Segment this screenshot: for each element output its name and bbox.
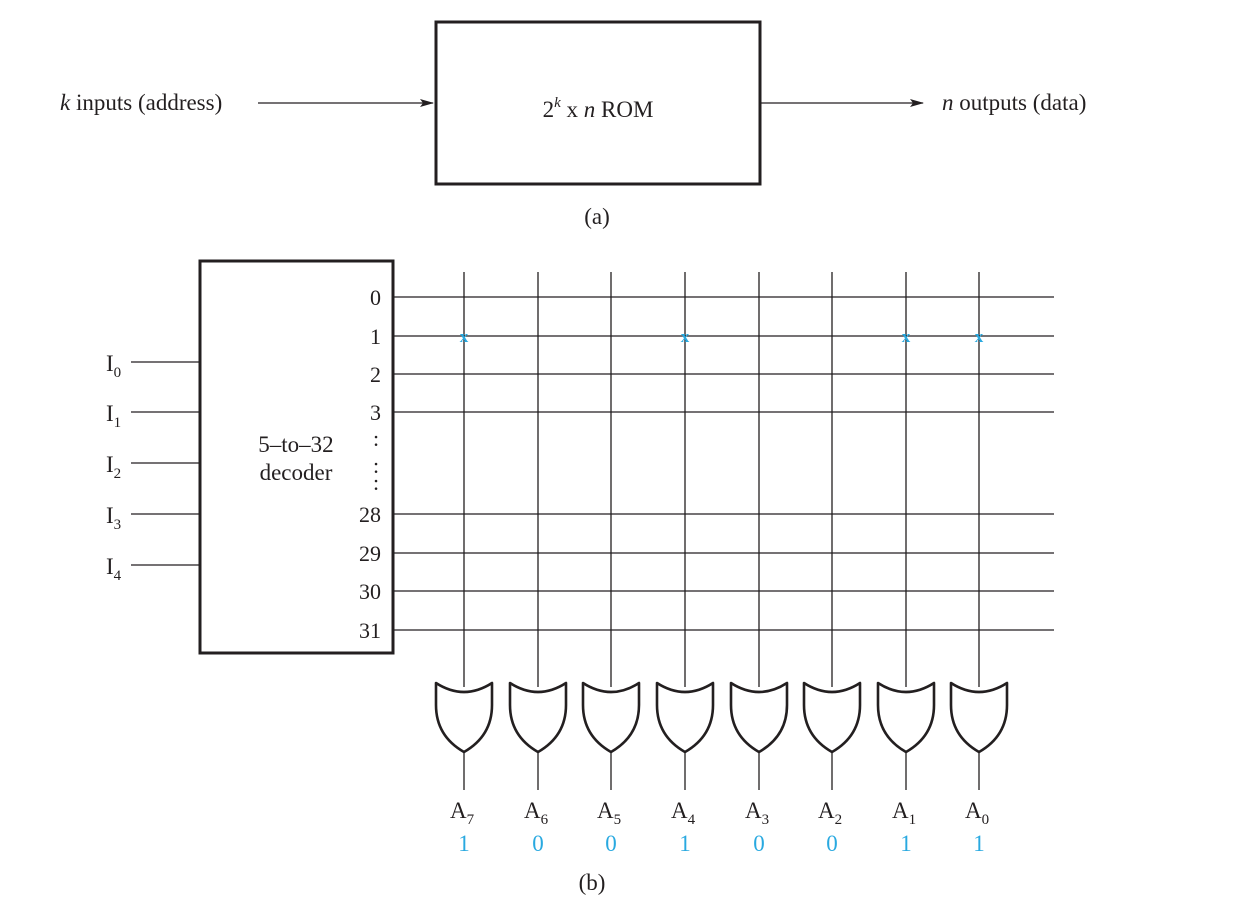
input-label-2: I2 [106, 452, 121, 482]
ellipsis-dots-1: : [373, 426, 379, 451]
input-label-1: I1 [106, 401, 121, 431]
decoder-output-label-2: 2 [370, 362, 381, 387]
output-label-A0: A0 [965, 798, 989, 828]
output-value-A0: 1 [973, 831, 985, 856]
input-label-4: I4 [106, 554, 122, 584]
output-label-A6: A6 [524, 798, 549, 828]
part-a: k inputs (address) 2k x n ROM n outputs … [60, 20, 1086, 229]
caption-b: (b) [579, 870, 606, 895]
input-address-label: k inputs (address) [60, 90, 222, 115]
word-lines [393, 296, 1054, 631]
decoder-output-label-1: 1 [370, 324, 381, 349]
decoder-block [198, 259, 395, 655]
decoder-label-line1: 5–to–32 [258, 432, 333, 457]
decoder-output-label-31: 31 [359, 618, 381, 643]
or-gate-A4 [655, 681, 715, 754]
output-label-A2: A2 [818, 798, 842, 828]
decoder-output-label-30: 30 [359, 579, 381, 604]
connection-mark-1-A1: x [902, 327, 911, 346]
decoder-label-line2: decoder [260, 460, 333, 485]
connection-mark-1-A7: x [460, 327, 469, 346]
ellipsis-dots-3: : [373, 470, 379, 495]
decoder-output-labels: 0 1 2 3 28 29 30 31 [359, 285, 381, 643]
output-value-A3: 0 [753, 831, 765, 856]
output-label-A4: A4 [671, 798, 696, 828]
or-gate-A0 [949, 681, 1009, 754]
decoder-output-label-3: 3 [370, 400, 381, 425]
connection-mark-1-A0: x [975, 327, 984, 346]
decoder-output-label-28: 28 [359, 502, 381, 527]
decoder-output-label-0: 0 [370, 285, 381, 310]
output-label-A3: A3 [745, 798, 769, 828]
or-gate-A6 [508, 681, 568, 754]
or-gate-A7 [434, 681, 494, 754]
or-gates [434, 681, 1009, 754]
output-value-A1: 1 [900, 831, 912, 856]
or-gate-A3 [729, 681, 789, 754]
decoder-output-label-29: 29 [359, 541, 381, 566]
output-data-label: n outputs (data) [942, 90, 1086, 115]
output-labels: A7 1 A6 0 A5 0 A4 1 A3 0 A2 0 A1 1 A0 1 [450, 798, 989, 856]
or-gate-A2 [802, 681, 862, 754]
connection-mark-1-A4: x [681, 327, 690, 346]
output-label-A5: A5 [597, 798, 621, 828]
rom-block-label: 2k x n ROM [543, 95, 654, 122]
bit-lines [463, 272, 980, 790]
output-label-A7: A7 [450, 798, 475, 828]
input-label-0: I0 [106, 351, 121, 381]
output-value-A6: 0 [532, 831, 544, 856]
output-value-A5: 0 [605, 831, 617, 856]
output-label-A1: A1 [892, 798, 916, 828]
output-value-A4: 1 [679, 831, 691, 856]
ellipsis-dots-2: : [373, 453, 379, 478]
or-gate-A5 [581, 681, 641, 754]
input-label-3: I3 [106, 503, 121, 533]
output-value-A7: 1 [458, 831, 470, 856]
decoder-ellipsis: : : : [373, 426, 379, 495]
output-value-A2: 0 [826, 831, 838, 856]
or-gate-A1 [876, 681, 936, 754]
caption-a: (a) [584, 204, 610, 229]
